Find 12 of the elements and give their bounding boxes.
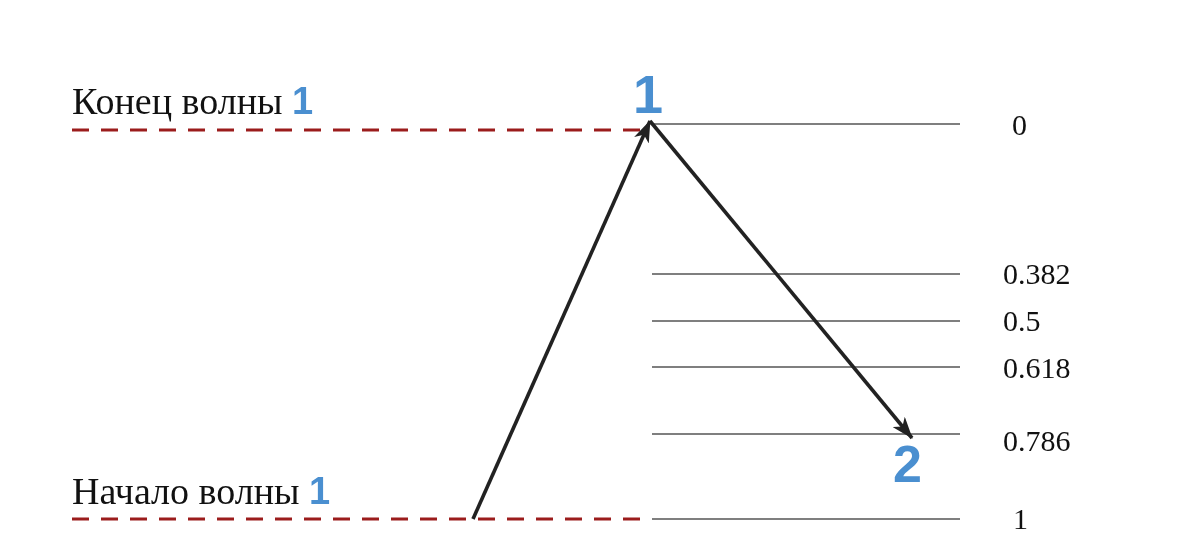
level-value: 0 xyxy=(1012,110,1027,140)
wave-number: 2 xyxy=(893,438,922,490)
level-value: 1 xyxy=(1013,504,1028,534)
arrow xyxy=(648,119,914,440)
level-value: 0.382 xyxy=(1003,259,1071,289)
line-caption: Начало волны 1 xyxy=(72,472,331,510)
level-value: 0.618 xyxy=(1003,353,1071,383)
wave-number: 1 xyxy=(633,67,664,121)
arrow xyxy=(471,120,652,520)
level-value: 0.5 xyxy=(1003,306,1041,336)
level-value: 0.786 xyxy=(1003,426,1071,456)
line-caption: Конец волны 1 xyxy=(72,82,314,120)
